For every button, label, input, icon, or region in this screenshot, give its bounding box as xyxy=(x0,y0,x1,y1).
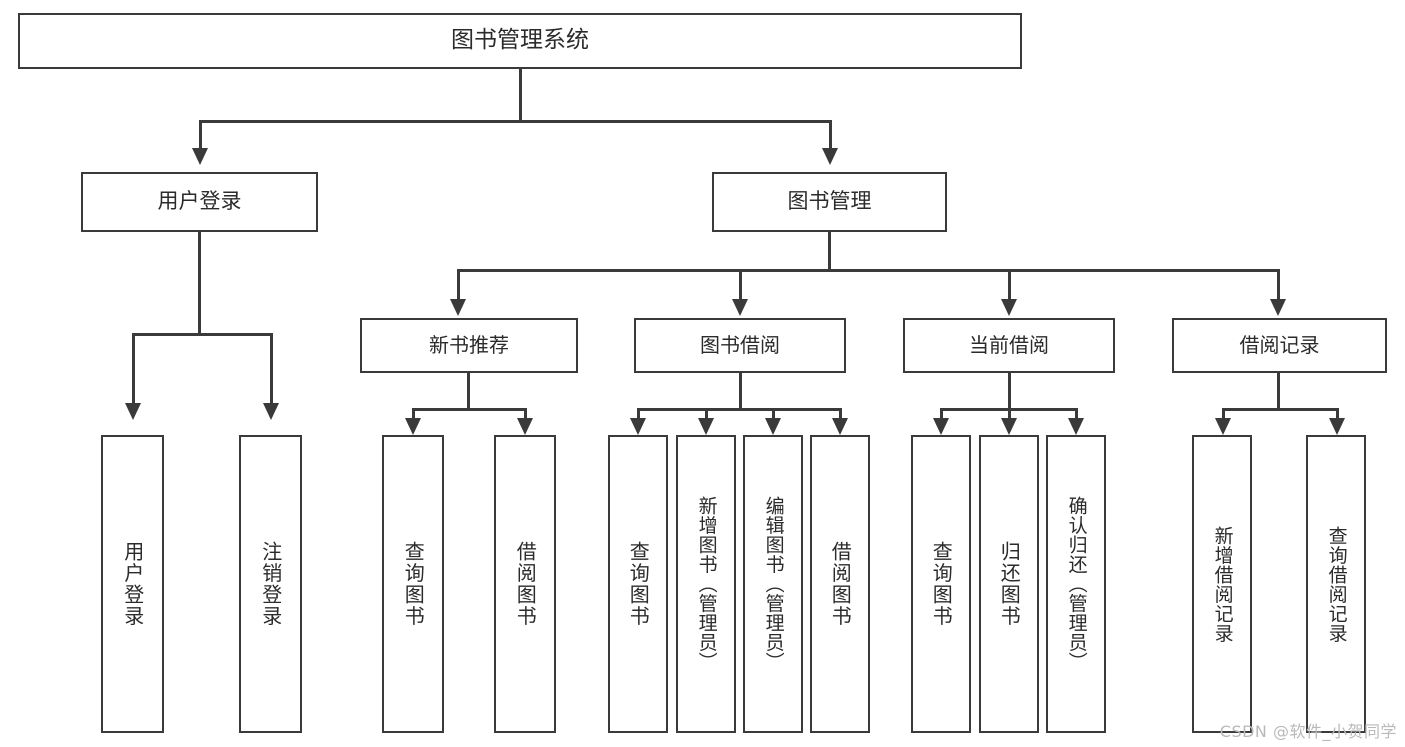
node-label: 编辑图书（管理员） xyxy=(762,496,785,672)
leaf-query-book-current[interactable]: 查询图书 xyxy=(911,435,971,733)
arrow-down-icon xyxy=(1001,299,1017,316)
node-book-management-system[interactable]: 图书管理系统 xyxy=(18,13,1022,69)
leaf-logout-login[interactable]: 注销登录 xyxy=(239,435,302,733)
connector-bm-child-4 xyxy=(1277,269,1280,301)
leaf-confirm-return-admin[interactable]: 确认归还（管理员） xyxy=(1046,435,1106,733)
arrow-down-icon xyxy=(517,418,533,435)
arrow-down-icon xyxy=(1215,418,1231,435)
node-label: 借阅图书 xyxy=(828,541,853,627)
arrow-down-icon xyxy=(1329,418,1345,435)
connector-cb-child-1 xyxy=(940,408,943,422)
node-label: 新书推荐 xyxy=(429,333,509,358)
arrow-down-icon xyxy=(732,299,748,316)
connector-cb-child-3 xyxy=(1075,408,1078,422)
node-label: 图书管理 xyxy=(787,189,872,214)
connector-br-child-2 xyxy=(1336,408,1339,422)
connector-root-bar xyxy=(199,120,831,123)
node-label: 查询图书 xyxy=(401,541,426,627)
leaf-borrow-book-recommend[interactable]: 借阅图书 xyxy=(494,435,556,733)
arrow-down-icon xyxy=(630,418,646,435)
connector-root-to-book-management xyxy=(829,120,832,150)
connector-nbr-child-1 xyxy=(412,408,415,422)
arrow-down-icon xyxy=(822,148,838,165)
arrow-down-icon xyxy=(765,418,781,435)
connector-nbr-child-2 xyxy=(524,408,527,422)
connector-user-login-child-1 xyxy=(132,333,135,405)
leaf-query-borrow-record[interactable]: 查询借阅记录 xyxy=(1306,435,1366,733)
node-label: 新增借阅记录 xyxy=(1211,525,1234,643)
node-label: 注销登录 xyxy=(258,541,283,627)
node-label: 借阅记录 xyxy=(1239,333,1320,358)
node-label: 用户登录 xyxy=(120,541,145,627)
node-label: 当前借阅 xyxy=(969,333,1049,358)
leaf-borrow-book-borrow[interactable]: 借阅图书 xyxy=(810,435,870,733)
connector-user-login-trunk xyxy=(198,232,201,336)
node-label: 归还图书 xyxy=(997,541,1022,627)
connector-bb-child-2 xyxy=(705,408,708,422)
node-new-book-recommend[interactable]: 新书推荐 xyxy=(360,318,578,373)
connector-bb-trunk xyxy=(739,373,742,410)
connector-cb-child-2 xyxy=(1008,408,1011,422)
leaf-query-book-borrow[interactable]: 查询图书 xyxy=(608,435,668,733)
node-label: 查询图书 xyxy=(626,541,651,627)
node-label: 用户登录 xyxy=(157,189,242,214)
leaf-add-book-admin[interactable]: 新增图书（管理员） xyxy=(676,435,736,733)
leaf-add-borrow-record[interactable]: 新增借阅记录 xyxy=(1192,435,1252,733)
connector-br-child-1 xyxy=(1222,408,1225,422)
leaf-query-book-recommend[interactable]: 查询图书 xyxy=(382,435,444,733)
connector-cb-trunk xyxy=(1008,373,1011,410)
arrow-down-icon xyxy=(405,418,421,435)
connector-nbr-trunk xyxy=(467,373,470,410)
leaf-return-book[interactable]: 归还图书 xyxy=(979,435,1039,733)
connector-br-trunk xyxy=(1277,373,1280,410)
watermark-text: CSDN @软件_小贺同学 xyxy=(1219,722,1397,741)
arrow-down-icon xyxy=(1001,418,1017,435)
leaf-edit-book-admin[interactable]: 编辑图书（管理员） xyxy=(743,435,803,733)
arrow-down-icon xyxy=(832,418,848,435)
connector-bb-bar xyxy=(637,408,841,411)
node-borrow-record[interactable]: 借阅记录 xyxy=(1172,318,1387,373)
connector-root-trunk xyxy=(519,69,522,122)
node-label: 查询借阅记录 xyxy=(1325,525,1348,643)
arrow-down-icon xyxy=(933,418,949,435)
connector-bm-child-1 xyxy=(457,269,460,301)
arrow-down-icon xyxy=(263,403,279,420)
arrow-down-icon xyxy=(698,418,714,435)
connector-bb-child-4 xyxy=(839,408,842,422)
arrow-down-icon xyxy=(1270,299,1286,316)
node-label: 新增图书（管理员） xyxy=(695,496,718,672)
node-label: 借阅图书 xyxy=(513,541,538,627)
leaf-user-login[interactable]: 用户登录 xyxy=(101,435,164,733)
connector-book-management-bar xyxy=(457,269,1280,272)
connector-bb-child-3 xyxy=(772,408,775,422)
node-label: 图书管理系统 xyxy=(451,27,589,54)
connector-root-to-user-login xyxy=(199,120,202,150)
arrow-down-icon xyxy=(1068,418,1084,435)
arrow-down-icon xyxy=(450,299,466,316)
node-label: 查询图书 xyxy=(929,541,954,627)
connector-bm-child-3 xyxy=(1008,269,1011,301)
node-current-borrow[interactable]: 当前借阅 xyxy=(903,318,1115,373)
connector-br-bar xyxy=(1222,408,1338,411)
node-label: 确认归还（管理员） xyxy=(1065,496,1088,672)
connector-bm-child-2 xyxy=(739,269,742,301)
node-user-login[interactable]: 用户登录 xyxy=(81,172,318,232)
node-label: 图书借阅 xyxy=(700,333,780,358)
node-book-management[interactable]: 图书管理 xyxy=(712,172,947,232)
connector-user-login-child-2 xyxy=(270,333,273,405)
node-book-borrow[interactable]: 图书借阅 xyxy=(634,318,846,373)
connector-bb-child-1 xyxy=(637,408,640,422)
connector-user-login-bar xyxy=(132,333,272,336)
arrow-down-icon xyxy=(125,403,141,420)
connector-nbr-bar xyxy=(412,408,526,411)
connector-book-management-trunk xyxy=(828,232,831,272)
arrow-down-icon xyxy=(192,148,208,165)
